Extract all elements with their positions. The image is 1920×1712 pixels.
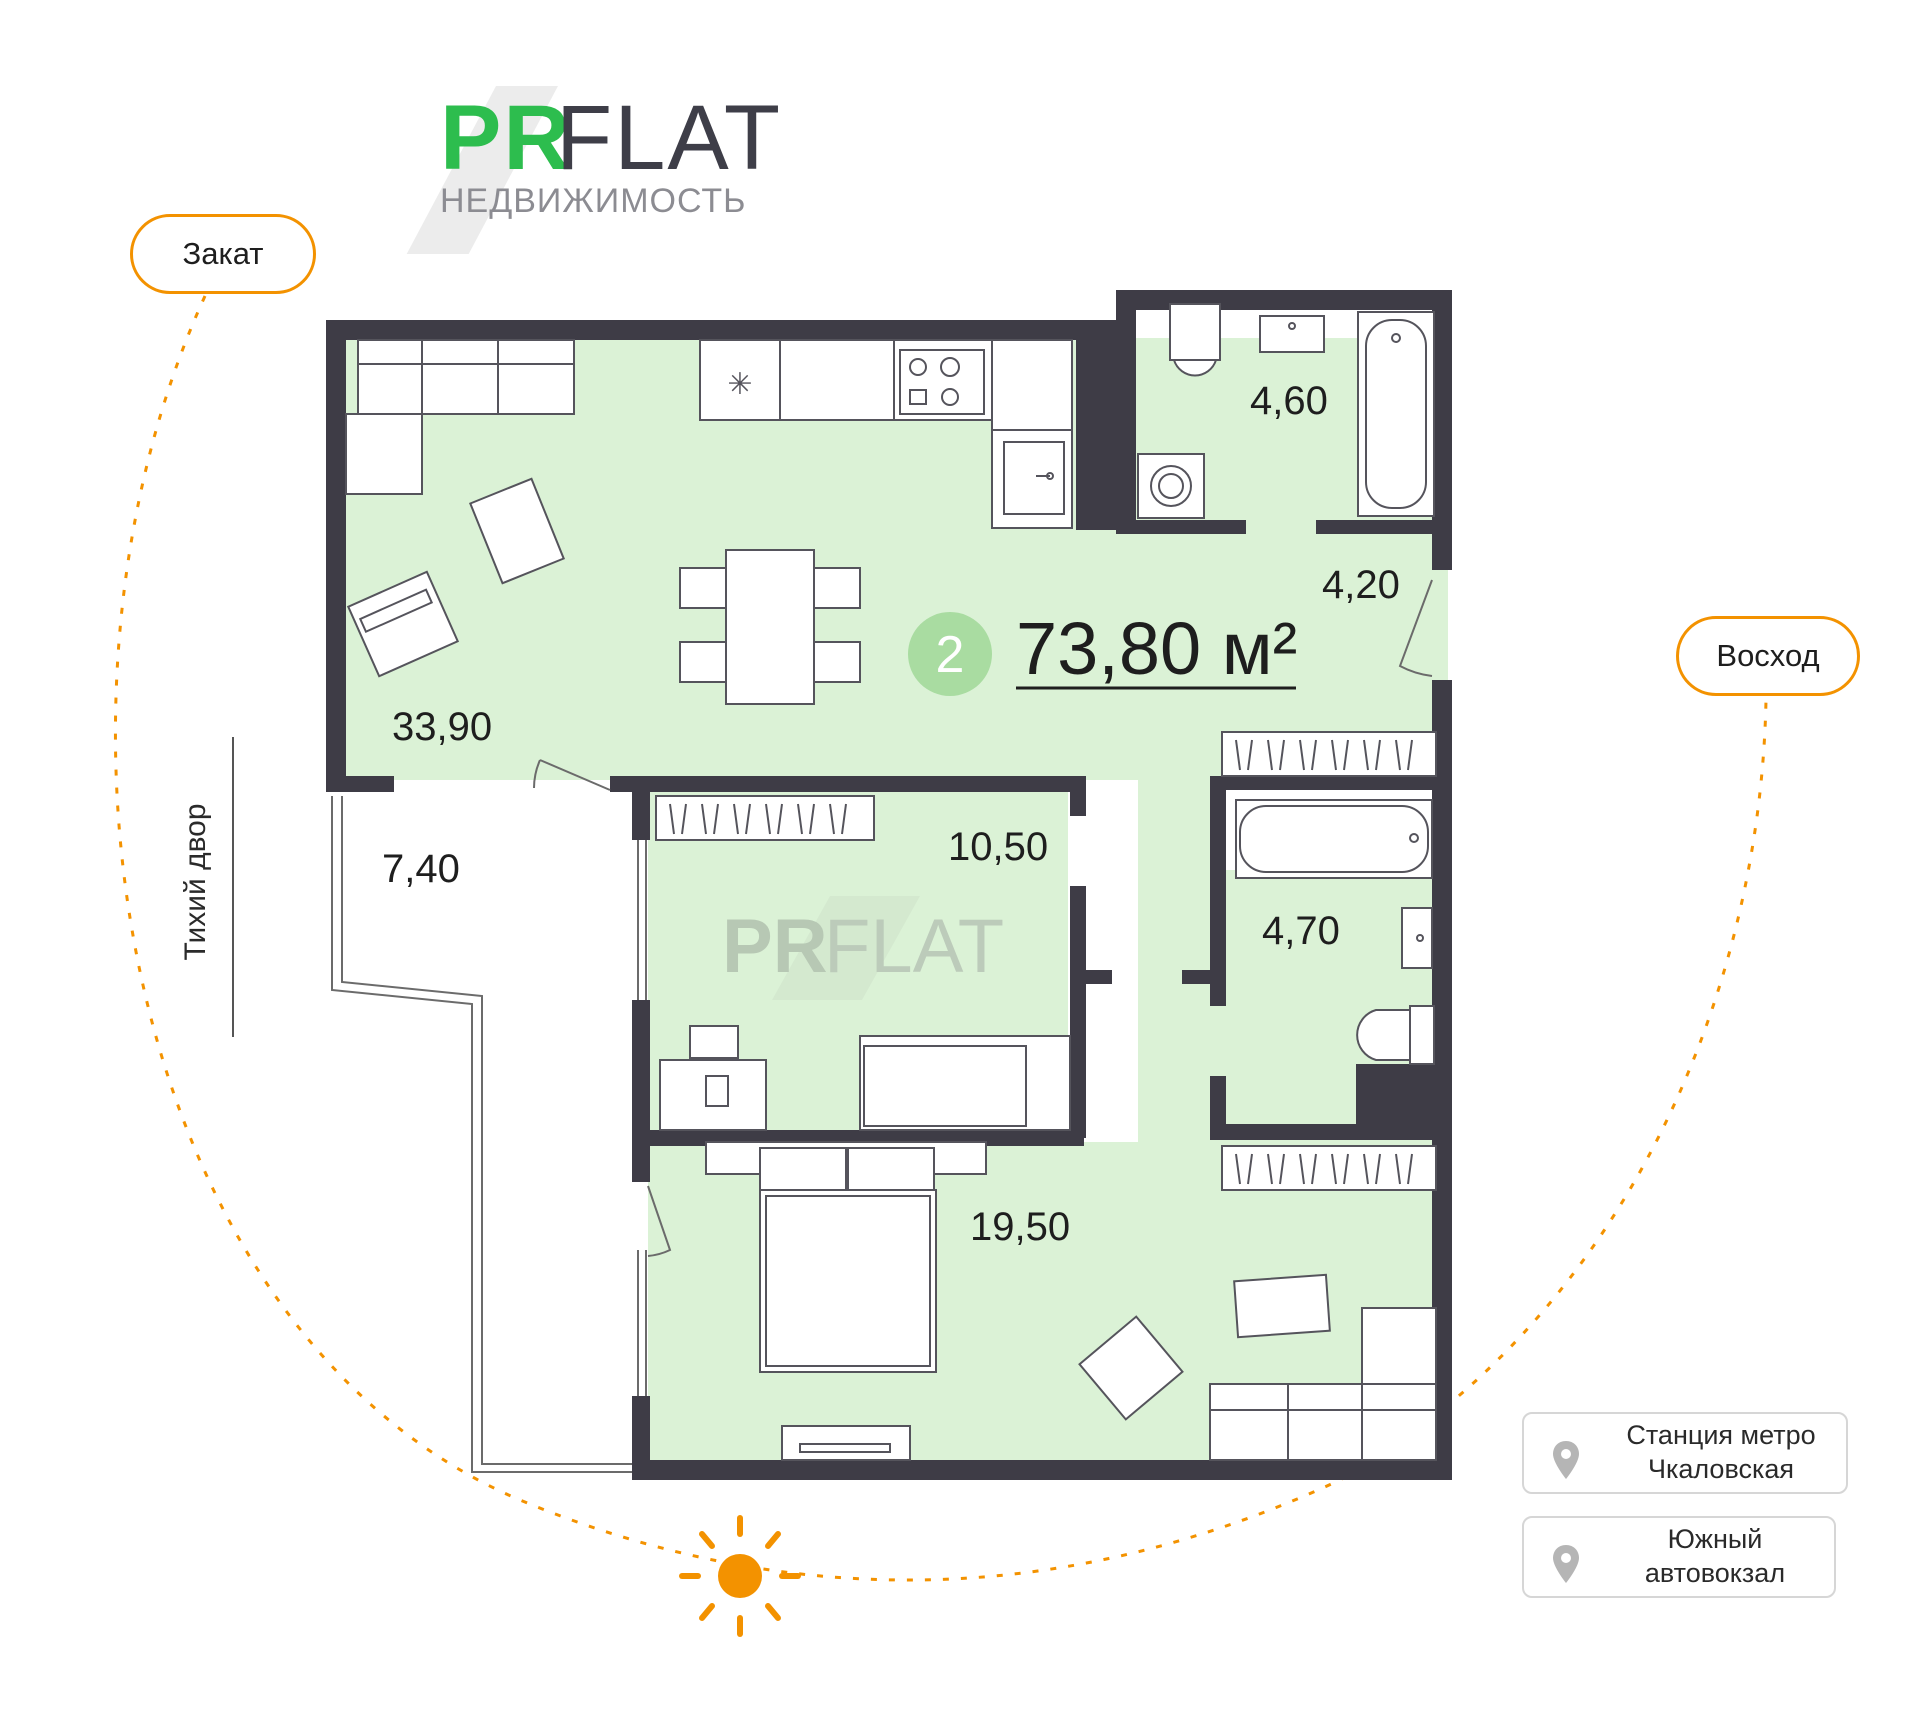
wardrobe-hatches <box>669 739 1413 1185</box>
area-bathroom-top: 4,60 <box>1250 379 1328 423</box>
area-living-kitchen: 33,90 <box>392 705 492 749</box>
area-hall: 4,20 <box>1322 563 1400 607</box>
total-area: 73,80 м² <box>1016 607 1297 690</box>
doors <box>533 579 1433 1257</box>
map-pin-icon <box>1553 1441 1579 1479</box>
logo-flat: FLAT <box>556 87 783 189</box>
area-bedroom-small: 10,50 <box>948 825 1048 869</box>
rooms-badge <box>908 612 992 696</box>
sun-icon <box>679 1515 801 1637</box>
location-bus-line1: Южный <box>1667 1524 1763 1555</box>
location-metro-line1: Станция метро <box>1626 1420 1816 1451</box>
map-pin-icon <box>1553 1545 1579 1583</box>
watermark-logo: PR FLAT <box>722 896 1004 1000</box>
svg-text:✳: ✳ <box>727 367 752 402</box>
watermark-flat: FLAT <box>824 904 1004 989</box>
area-bedroom-large: 19,50 <box>970 1205 1070 1249</box>
location-metro-line2: Чкаловская <box>1647 1454 1795 1484</box>
logo-subtitle: НЕДВИЖИМОСТЬ <box>440 182 747 220</box>
sunrise-label: Восход <box>1676 616 1860 696</box>
area-balcony: 7,40 <box>382 847 460 891</box>
walls <box>326 290 1452 1480</box>
balcony <box>331 796 647 1473</box>
watermark-pr: PR <box>722 904 828 989</box>
side-line <box>232 737 234 1037</box>
rooms-count: 2 <box>936 626 965 684</box>
area-bathroom-right: 4,70 <box>1262 909 1340 953</box>
sunset-label: Закат <box>130 214 316 294</box>
location-bus-line2: автовокзал <box>1644 1558 1786 1588</box>
furniture: ✳ <box>345 303 1437 1461</box>
logo-pr: PR <box>440 87 572 189</box>
brand-logo: PR FLAT НЕДВИЖИМОСТЬ <box>406 86 780 254</box>
